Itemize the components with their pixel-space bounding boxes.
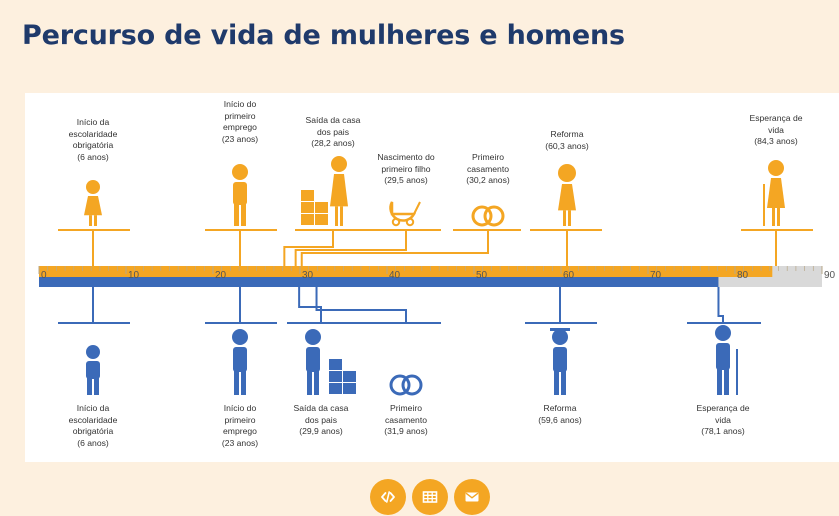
event-label-line: Primeiro	[472, 152, 504, 162]
event-label-line: (31,9 anos)	[384, 426, 428, 437]
elderly-man-icon	[715, 325, 738, 395]
working-man-icon	[232, 329, 248, 395]
event-label-line: Início da	[76, 117, 110, 127]
axis-tick-label: 50	[476, 270, 488, 281]
event-label-line: Início do	[223, 403, 257, 413]
wedding-rings-icon	[389, 374, 423, 396]
event-label-line: Saída da casa	[305, 115, 361, 125]
event-label-line: obrigatória	[72, 426, 114, 437]
event-label-line: (6 anos)	[77, 151, 109, 162]
envelope-icon	[465, 492, 479, 502]
axis-tick-label: 80	[737, 270, 749, 281]
boy-icon	[86, 345, 100, 395]
event-label-line: (78,1 anos)	[701, 426, 745, 437]
event-label-line: (23 anos)	[221, 133, 259, 144]
event-label-line: Início da	[76, 403, 110, 413]
working-woman-icon	[232, 164, 248, 226]
axis-tick-label: 0	[41, 270, 47, 281]
men-life-remainder-bar	[718, 277, 822, 287]
axis-tick-label: 30	[302, 270, 314, 281]
girl-icon	[84, 180, 102, 226]
event-label-line: (23 anos)	[221, 437, 259, 448]
event-label-line: (29,5 anos)	[384, 175, 428, 186]
event-label-line: vida	[715, 414, 731, 425]
embed-code-button[interactable]	[370, 479, 406, 515]
men-life-bar	[39, 277, 719, 287]
event-label-line: vida	[768, 124, 784, 135]
event-label-line: Esperança de	[749, 113, 803, 123]
page-title: Percurso de vida de mulheres e homens	[22, 20, 625, 51]
event-label-line: (29,9 anos)	[299, 426, 343, 437]
wedding-rings-icon	[471, 205, 505, 227]
event-label-line: casamento	[466, 163, 510, 174]
event-label-line: Início do	[223, 99, 257, 109]
axis-tick-label: 90	[824, 270, 836, 281]
man-boxes	[329, 359, 356, 394]
axis-tick-label: 60	[563, 270, 575, 281]
woman-with-boxes-icon	[301, 190, 328, 225]
event-label-line: Nascimento do	[377, 152, 435, 162]
event-label-line: Saída da casa	[293, 403, 349, 413]
event-label-line: obrigatória	[72, 140, 114, 151]
event-label-line: dos pais	[316, 126, 349, 137]
retired-woman-icon	[558, 164, 576, 226]
men-event-connector	[717, 287, 724, 323]
table-icon	[422, 491, 438, 503]
axis-tick-label: 10	[128, 270, 140, 281]
event-label-line: (59,6 anos)	[538, 414, 582, 425]
event-label-line: emprego	[223, 122, 257, 133]
axis-tick-label: 40	[389, 270, 401, 281]
axis-tick-label: 20	[215, 270, 227, 281]
woman-with-boxes-figure	[330, 156, 348, 226]
event-label-line: escolaridade	[68, 414, 118, 425]
data-table-button[interactable]	[412, 479, 448, 515]
retired-man-icon	[550, 328, 570, 395]
event-label-line: casamento	[384, 414, 428, 425]
share-toolbar	[370, 479, 490, 515]
women-event-connector	[300, 230, 489, 266]
man-with-boxes-icon	[305, 329, 321, 395]
event-label-line: (84,3 anos)	[754, 136, 798, 147]
event-label-line: (6 anos)	[77, 437, 109, 448]
axis-tick-label: 70	[650, 270, 662, 281]
women-life-remainder-bar	[772, 266, 822, 277]
event-label-line: emprego	[223, 426, 257, 437]
women-event-label: Reforma(60,3 anos)	[519, 129, 615, 152]
email-share-button[interactable]	[454, 479, 490, 515]
baby-stroller-icon	[389, 201, 421, 227]
men-event-connector	[315, 287, 407, 323]
women-event-connector	[294, 230, 407, 266]
event-label-line: Esperança de	[696, 403, 750, 413]
event-label-line: (60,3 anos)	[545, 140, 589, 151]
event-label-line: (30,2 anos)	[466, 175, 510, 186]
code-icon	[381, 491, 395, 503]
event-label-line: Reforma	[550, 129, 584, 139]
event-label-line: escolaridade	[68, 128, 118, 139]
women-event-connector	[283, 230, 334, 266]
timeline-chart-svg: 0 10 20 30 40 50 60 70 80 90	[38, 156, 836, 396]
men-event-connector	[298, 287, 322, 323]
event-label-line: primeiro	[224, 414, 256, 425]
men-event-label: Reforma(59,6 anos)	[512, 403, 608, 426]
event-label-line: Primeiro	[390, 403, 422, 413]
event-label-line: primeiro filho	[381, 163, 431, 174]
event-label-line: primeiro	[224, 110, 256, 121]
event-label-line: Reforma	[543, 403, 577, 413]
event-label-line: dos pais	[304, 414, 337, 425]
women-life-bar	[39, 266, 773, 277]
elderly-woman-icon	[763, 160, 785, 226]
event-label-line: (28,2 anos)	[311, 138, 355, 149]
